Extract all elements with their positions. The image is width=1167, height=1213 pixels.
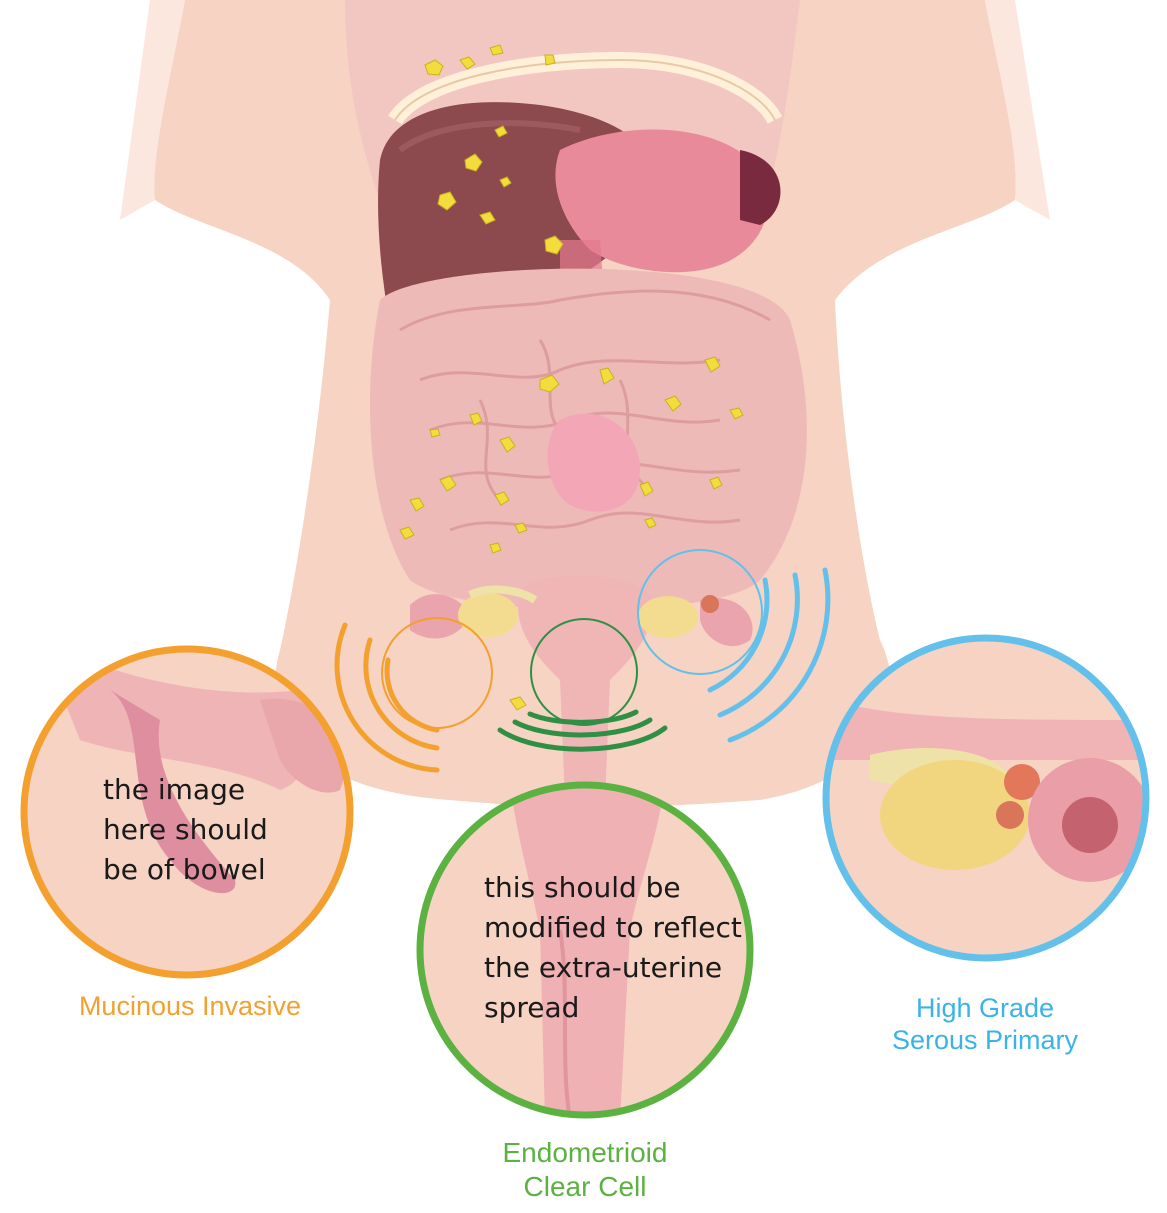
intestines: [370, 269, 807, 610]
label-endometrioid-line2: Clear Cell: [420, 1170, 750, 1204]
note-bowel-line2: here should: [103, 810, 268, 850]
label-serous-line1: High Grade: [860, 992, 1110, 1024]
note-extra-uterine: this should be modified to reflect the e…: [484, 868, 742, 1028]
magnified-circle-ovary: [826, 638, 1152, 958]
note-extra-uterine-line1: this should be: [484, 868, 742, 908]
note-bowel-line3: be of bowel: [103, 850, 268, 890]
label-mucinous-invasive: Mucinous Invasive: [40, 990, 340, 1022]
label-serous-line2: Serous Primary: [860, 1024, 1110, 1056]
note-bowel: the image here should be of bowel: [103, 770, 268, 890]
label-mucinous-text: Mucinous Invasive: [40, 990, 340, 1022]
note-extra-uterine-line2: modified to reflect: [484, 908, 742, 948]
label-endometrioid: Endometrioid Clear Cell: [420, 1136, 750, 1203]
note-extra-uterine-line3: the extra-uterine: [484, 948, 742, 988]
label-high-grade-serous: High Grade Serous Primary: [860, 992, 1110, 1057]
note-extra-uterine-line4: spread: [484, 988, 742, 1028]
label-endometrioid-line1: Endometrioid: [420, 1136, 750, 1170]
note-bowel-line1: the image: [103, 770, 268, 810]
